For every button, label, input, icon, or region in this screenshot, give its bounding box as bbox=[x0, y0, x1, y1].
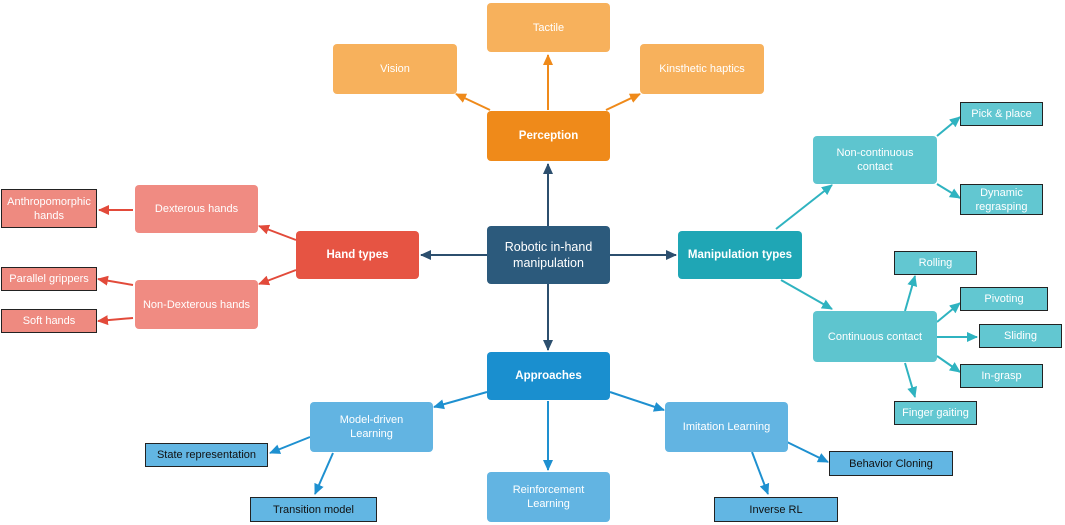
anthropomorphic-line2: hands bbox=[34, 209, 64, 222]
state-representation-label: State representation bbox=[156, 449, 257, 461]
reinforcement-line2: Learning bbox=[527, 498, 570, 510]
approaches-node: Approaches bbox=[487, 352, 610, 400]
approaches-label: Approaches bbox=[515, 370, 582, 382]
vision-node: Vision bbox=[333, 44, 457, 94]
transition-model-label: Transition model bbox=[273, 503, 354, 516]
hand-types-node: Hand types bbox=[296, 231, 419, 279]
manipulation-types-node: Manipulation types bbox=[678, 231, 802, 279]
model-driven-learning-node: Model-driven Learning bbox=[310, 402, 433, 452]
non-dexterous-label: Non-Dexterous hands bbox=[142, 298, 250, 311]
arrow-imitation-inverse bbox=[751, 451, 770, 495]
in-grasp-label: In-grasp bbox=[981, 370, 1022, 382]
model-driven-line1: Model-driven bbox=[339, 414, 404, 426]
kinesthetic-label: Kinsthetic haptics bbox=[659, 63, 745, 75]
rolling-node: Rolling bbox=[894, 251, 977, 275]
soft-hands-node: Soft hands bbox=[1, 309, 97, 333]
behavior-cloning-node: Behavior Cloning bbox=[829, 451, 953, 476]
model-driven-line2: Learning bbox=[350, 428, 393, 440]
behavior-cloning-label: Behavior Cloning bbox=[849, 457, 933, 470]
arrow-manip-continuous bbox=[780, 279, 833, 310]
arrow-noncont-dynamic bbox=[936, 183, 961, 199]
anthropomorphic-line1: Anthropomorphic bbox=[7, 195, 91, 208]
non-continuous-line2: contact bbox=[857, 161, 893, 173]
arrow-perception-kinesthetic bbox=[605, 93, 641, 111]
non-continuous-contact-node: Non-continuous contact bbox=[813, 136, 937, 184]
arrow-model-transition bbox=[314, 452, 334, 495]
arrow-hand-nondexterous bbox=[258, 269, 297, 286]
soft-hands-label: Soft hands bbox=[22, 315, 76, 327]
arrow-nondexterous-parallel bbox=[97, 275, 134, 286]
dynamic-line2: regrasping bbox=[975, 200, 1028, 213]
dexterous-hands-node: Dexterous hands bbox=[135, 185, 258, 233]
non-dexterous-hands-node: Non-Dexterous hands bbox=[135, 280, 258, 329]
vision-label: Vision bbox=[380, 63, 410, 75]
arrow-cont-ingrasp bbox=[936, 355, 961, 373]
continuous-contact-node: Continuous contact bbox=[813, 311, 937, 362]
rolling-label: Rolling bbox=[918, 257, 953, 269]
hand-types-label: Hand types bbox=[326, 249, 389, 261]
center-node: Robotic in-hand manipulation bbox=[487, 226, 610, 284]
anthropomorphic-hands-node: Anthropomorphic hands bbox=[1, 189, 97, 228]
center-label-line1: Robotic in-hand bbox=[504, 240, 593, 254]
pivoting-label: Pivoting bbox=[984, 293, 1024, 305]
arrow-cont-pivoting bbox=[936, 302, 961, 323]
arrow-noncont-pick bbox=[936, 116, 961, 137]
sliding-label: Sliding bbox=[1003, 330, 1038, 342]
dynamic-regrasping-node: Dynamic regrasping bbox=[960, 184, 1043, 215]
sliding-node: Sliding bbox=[979, 324, 1062, 348]
pick-place-node: Pick & place bbox=[960, 102, 1043, 126]
parallel-grippers-node: Parallel grippers bbox=[1, 267, 97, 291]
in-grasp-node: In-grasp bbox=[960, 364, 1043, 388]
manipulation-types-label: Manipulation types bbox=[687, 249, 793, 261]
tactile-label: Tactile bbox=[532, 21, 565, 34]
perception-label: Perception bbox=[518, 130, 579, 142]
perception-node: Perception bbox=[487, 111, 610, 161]
pivoting-node: Pivoting bbox=[960, 287, 1048, 311]
arrow-nondexterous-soft bbox=[97, 315, 134, 326]
parallel-grippers-label: Parallel grippers bbox=[9, 273, 89, 285]
center-label-line2: manipulation bbox=[513, 256, 584, 270]
arrow-manip-noncontinuous bbox=[775, 184, 833, 230]
state-representation-node: State representation bbox=[145, 443, 268, 467]
finger-gaiting-label: Finger gaiting bbox=[902, 407, 969, 419]
reinforcement-learning-node: Reinforcement Learning bbox=[487, 472, 610, 522]
arrow-hand-dexterous bbox=[258, 224, 297, 241]
arrow-perception-vision bbox=[455, 93, 491, 111]
arrow-imitation-behavior bbox=[786, 441, 829, 463]
dynamic-line1: Dynamic bbox=[980, 186, 1023, 199]
transition-model-node: Transition model bbox=[250, 497, 377, 522]
continuous-contact-label: Continuous contact bbox=[827, 330, 923, 343]
kinesthetic-haptics-node: Kinsthetic haptics bbox=[640, 44, 764, 94]
dexterous-label: Dexterous hands bbox=[154, 203, 239, 215]
tactile-node: Tactile bbox=[487, 3, 610, 52]
imitation-learning-node: Imitation Learning bbox=[665, 402, 788, 452]
non-continuous-line1: Non-continuous bbox=[836, 147, 914, 159]
arrow-cont-finger bbox=[904, 362, 917, 398]
reinforcement-line1: Reinforcement bbox=[512, 484, 585, 496]
pick-place-label: Pick & place bbox=[971, 108, 1032, 120]
finger-gaiting-node: Finger gaiting bbox=[894, 401, 977, 425]
imitation-label: Imitation Learning bbox=[682, 421, 771, 433]
inverse-rl-node: Inverse RL bbox=[714, 497, 838, 522]
arrow-cont-rolling bbox=[904, 275, 918, 312]
arrow-model-state bbox=[269, 436, 311, 454]
arrow-approach-imitation bbox=[609, 391, 665, 412]
inverse-rl-label: Inverse RL bbox=[749, 503, 803, 516]
arrow-approach-model bbox=[433, 391, 488, 410]
